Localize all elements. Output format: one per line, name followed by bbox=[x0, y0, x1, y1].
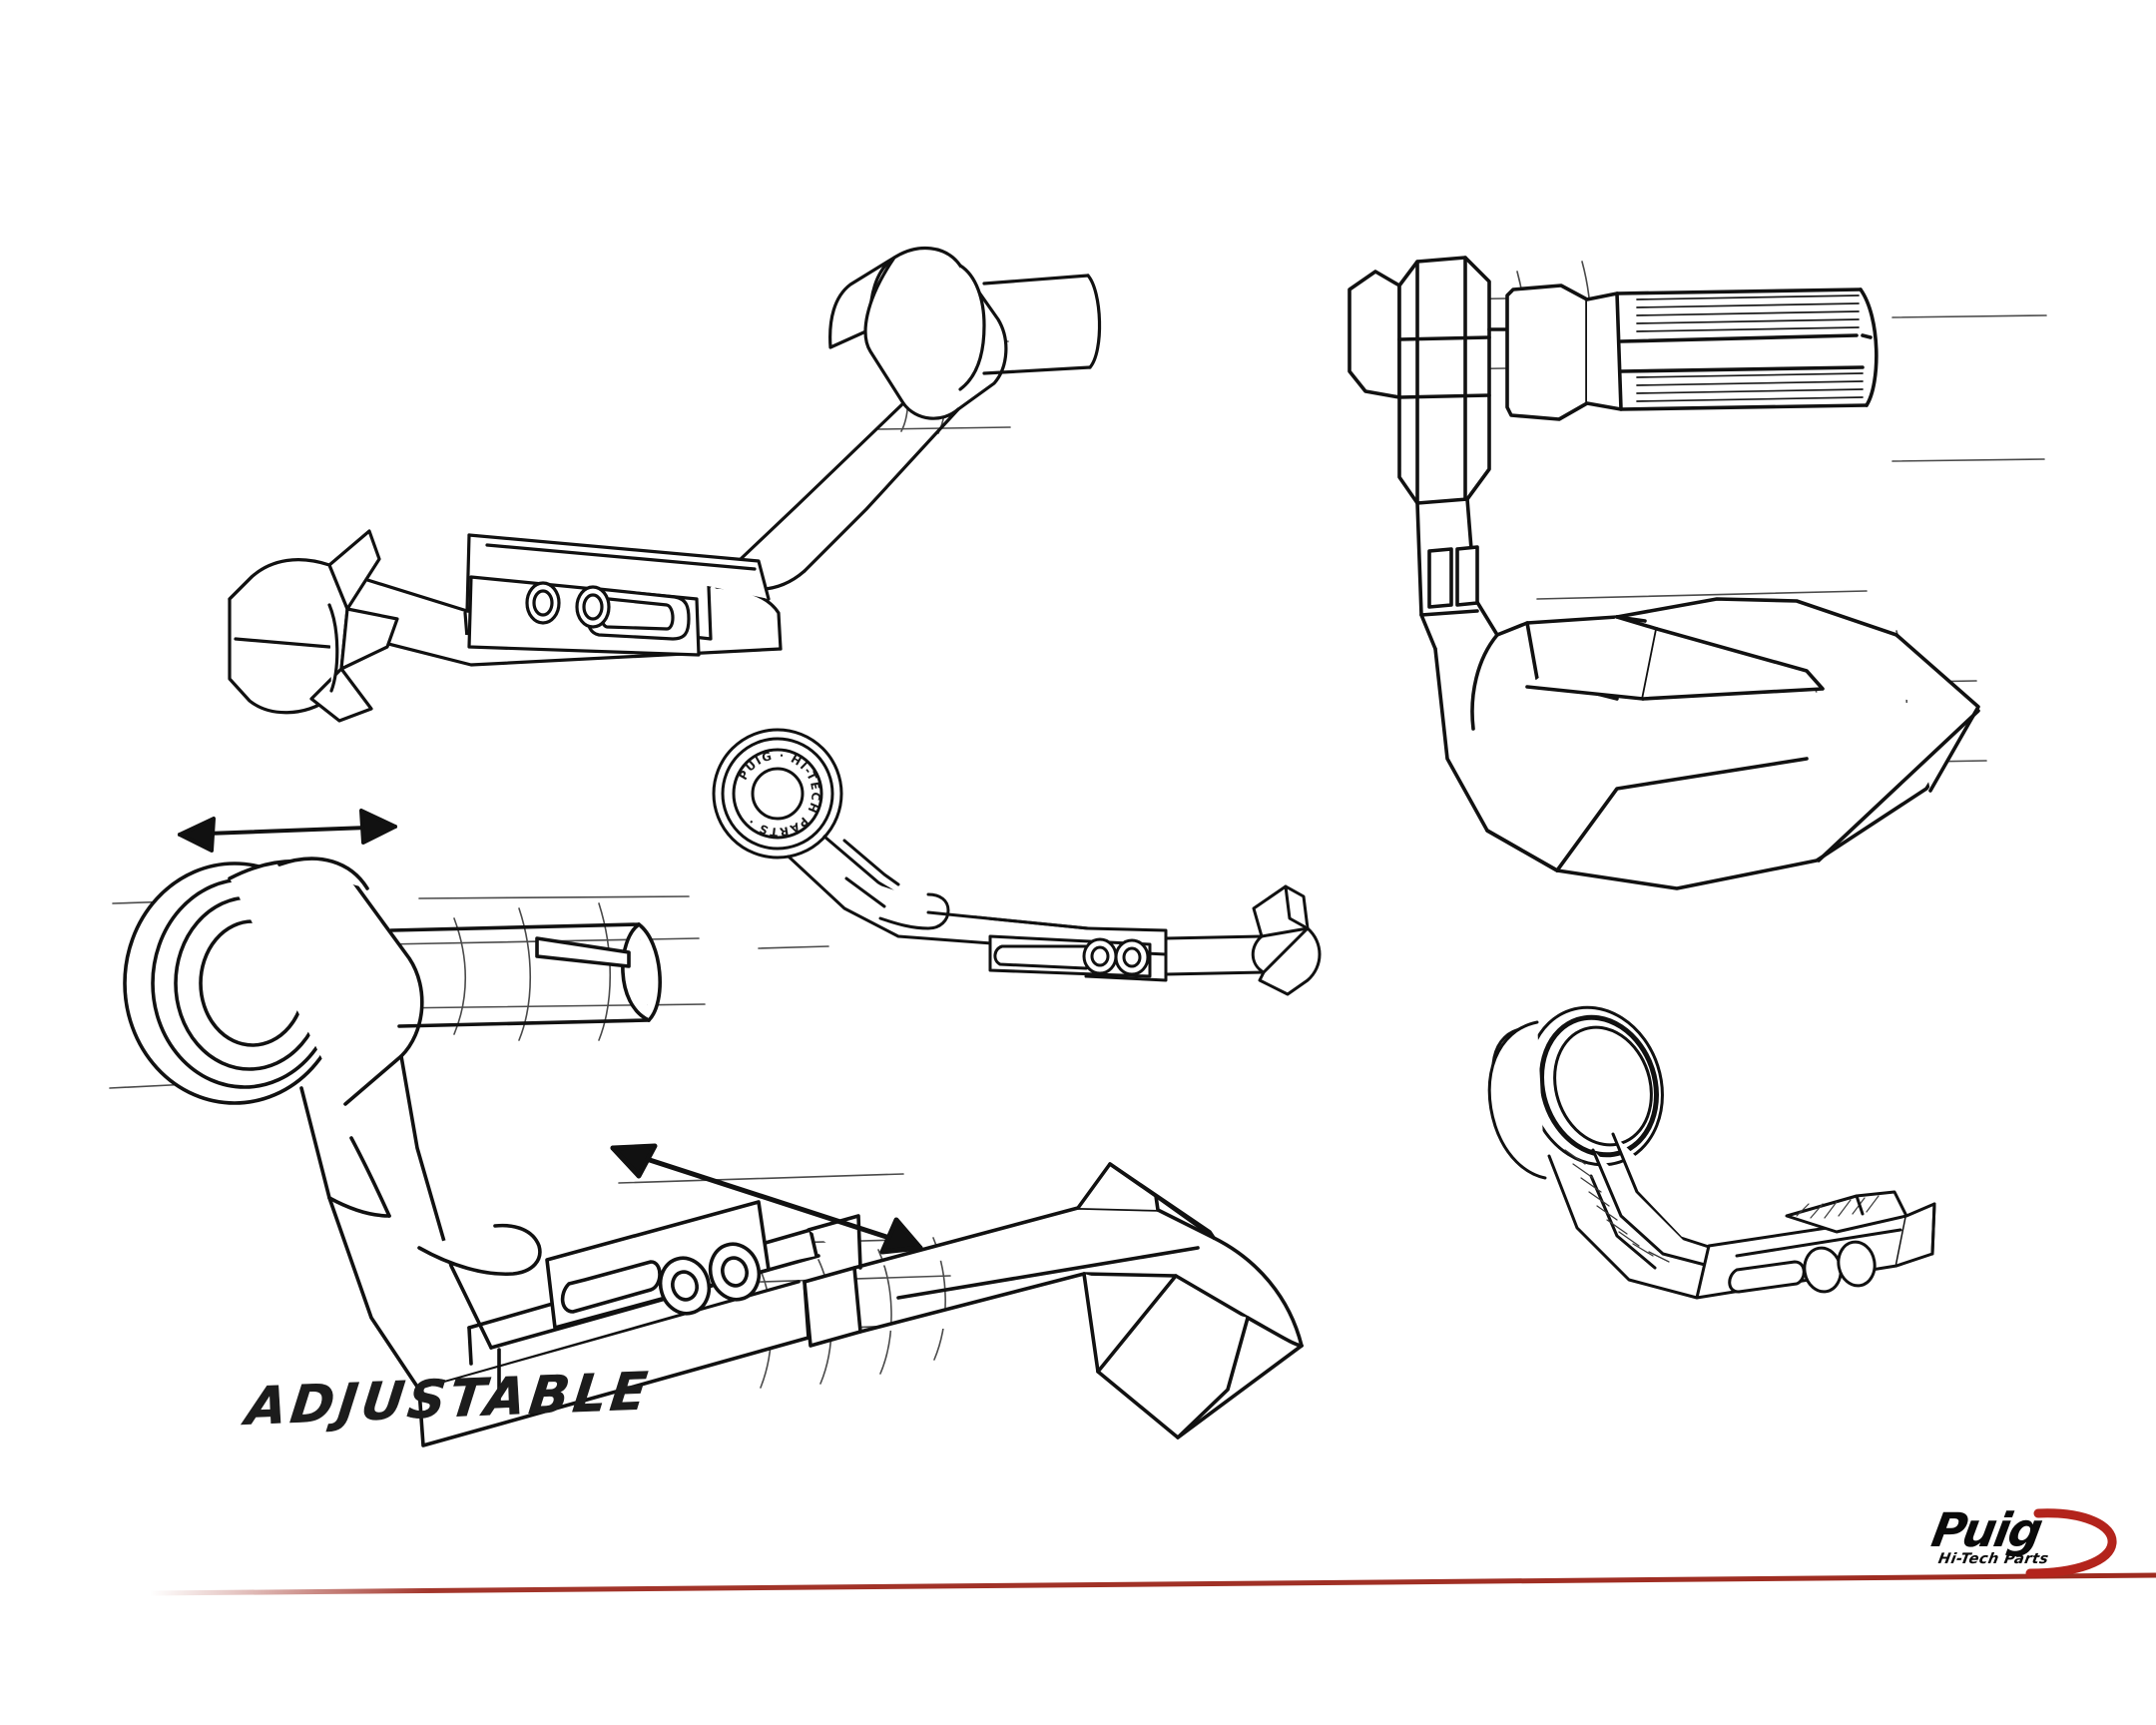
puig-logo: Puig Hi-Tech Parts bbox=[1926, 1503, 2126, 1583]
logo-wordmark: Puig bbox=[1927, 1503, 2045, 1558]
logo-tagline: Hi-Tech Parts bbox=[1936, 1551, 2050, 1567]
double-headed-arrow-horizontal bbox=[178, 809, 397, 853]
logo-swoosh-icon bbox=[2025, 1508, 2117, 1578]
double-headed-arrow-slide bbox=[610, 1143, 923, 1255]
